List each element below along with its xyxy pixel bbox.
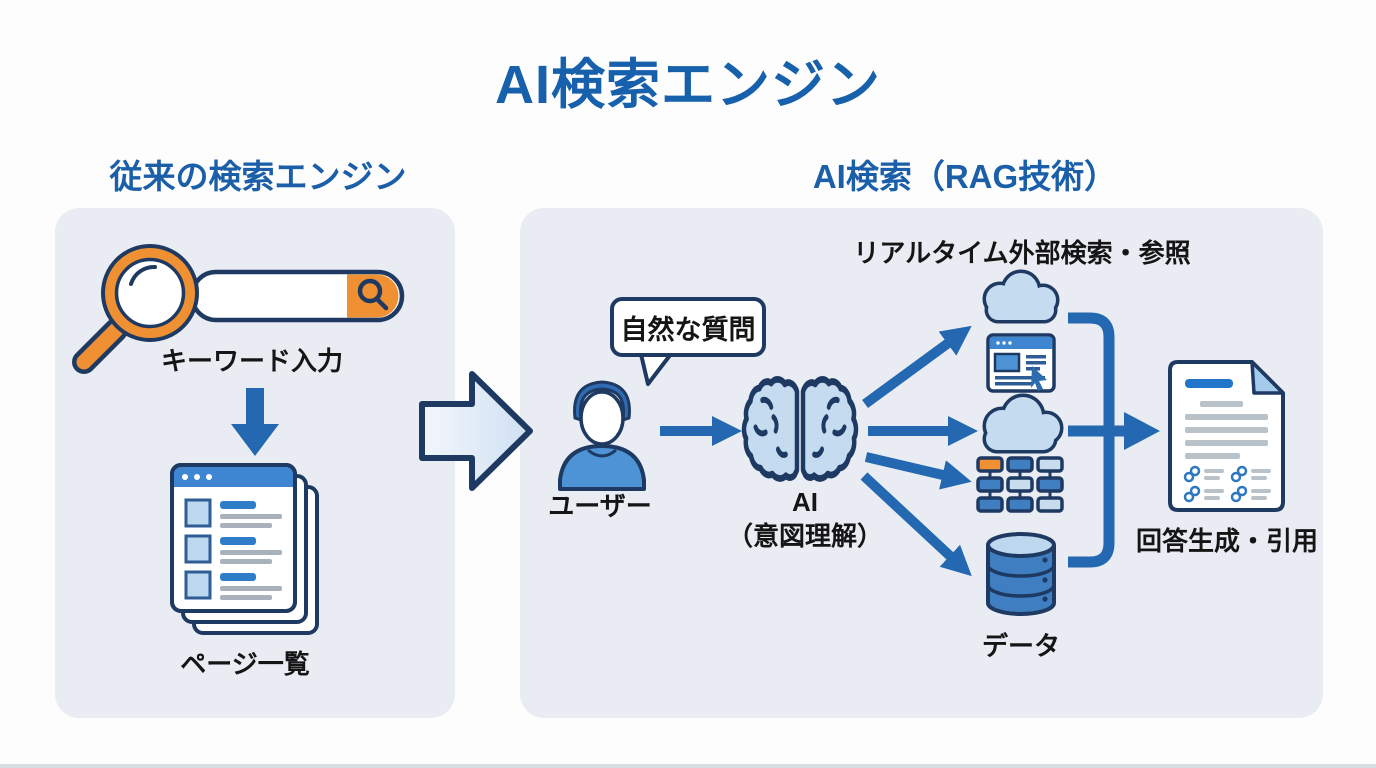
transition-arrow-icon [419,371,533,491]
traditional-search-heading: 従来の検索エンジン [109,158,407,195]
fan-arrows [860,325,978,577]
arrow-to-grid [864,452,972,490]
ai-search-heading: AI検索（RAG技術） [812,158,1118,195]
database-cylinder-icon [986,532,1056,616]
keyword-input-label: キーワード入力 [160,346,344,376]
structured-data-grid-icon [976,456,1064,513]
arrow-to-web [862,325,972,409]
arrow-to-database [860,472,972,577]
ai-sublabel: （意図理解） [726,521,884,551]
ai-label: AI [792,487,818,517]
ai-brain-icon [741,375,859,482]
cloud-web-page-icon [982,269,1060,393]
realtime-search-caption: リアルタイム外部検索・参照 [853,238,1191,268]
bottom-edge-strip [0,764,1376,768]
search-bar-icon [189,269,405,323]
magnifying-glass-icon [72,244,199,374]
cloud-icon [982,393,1064,454]
data-label: データ [981,631,1061,661]
merge-connector [1068,312,1160,568]
speech-bubble-text: 自然な質問 [620,314,756,345]
answer-document-with-citations-icon [1168,360,1285,512]
person-icon [558,380,646,491]
down-arrow-icon [231,388,279,456]
speech-bubble: 自然な質問 [610,297,766,357]
page-list-label: ページ一覧 [180,649,310,679]
search-results-pages-icon [170,463,319,635]
answer-generation-label: 回答生成・引用 [1135,526,1319,556]
cursor-icon [1031,366,1047,391]
page-title: AI検索エンジン [495,55,881,115]
user-label: ユーザー [548,491,652,521]
chain-link-icons [1183,465,1248,503]
